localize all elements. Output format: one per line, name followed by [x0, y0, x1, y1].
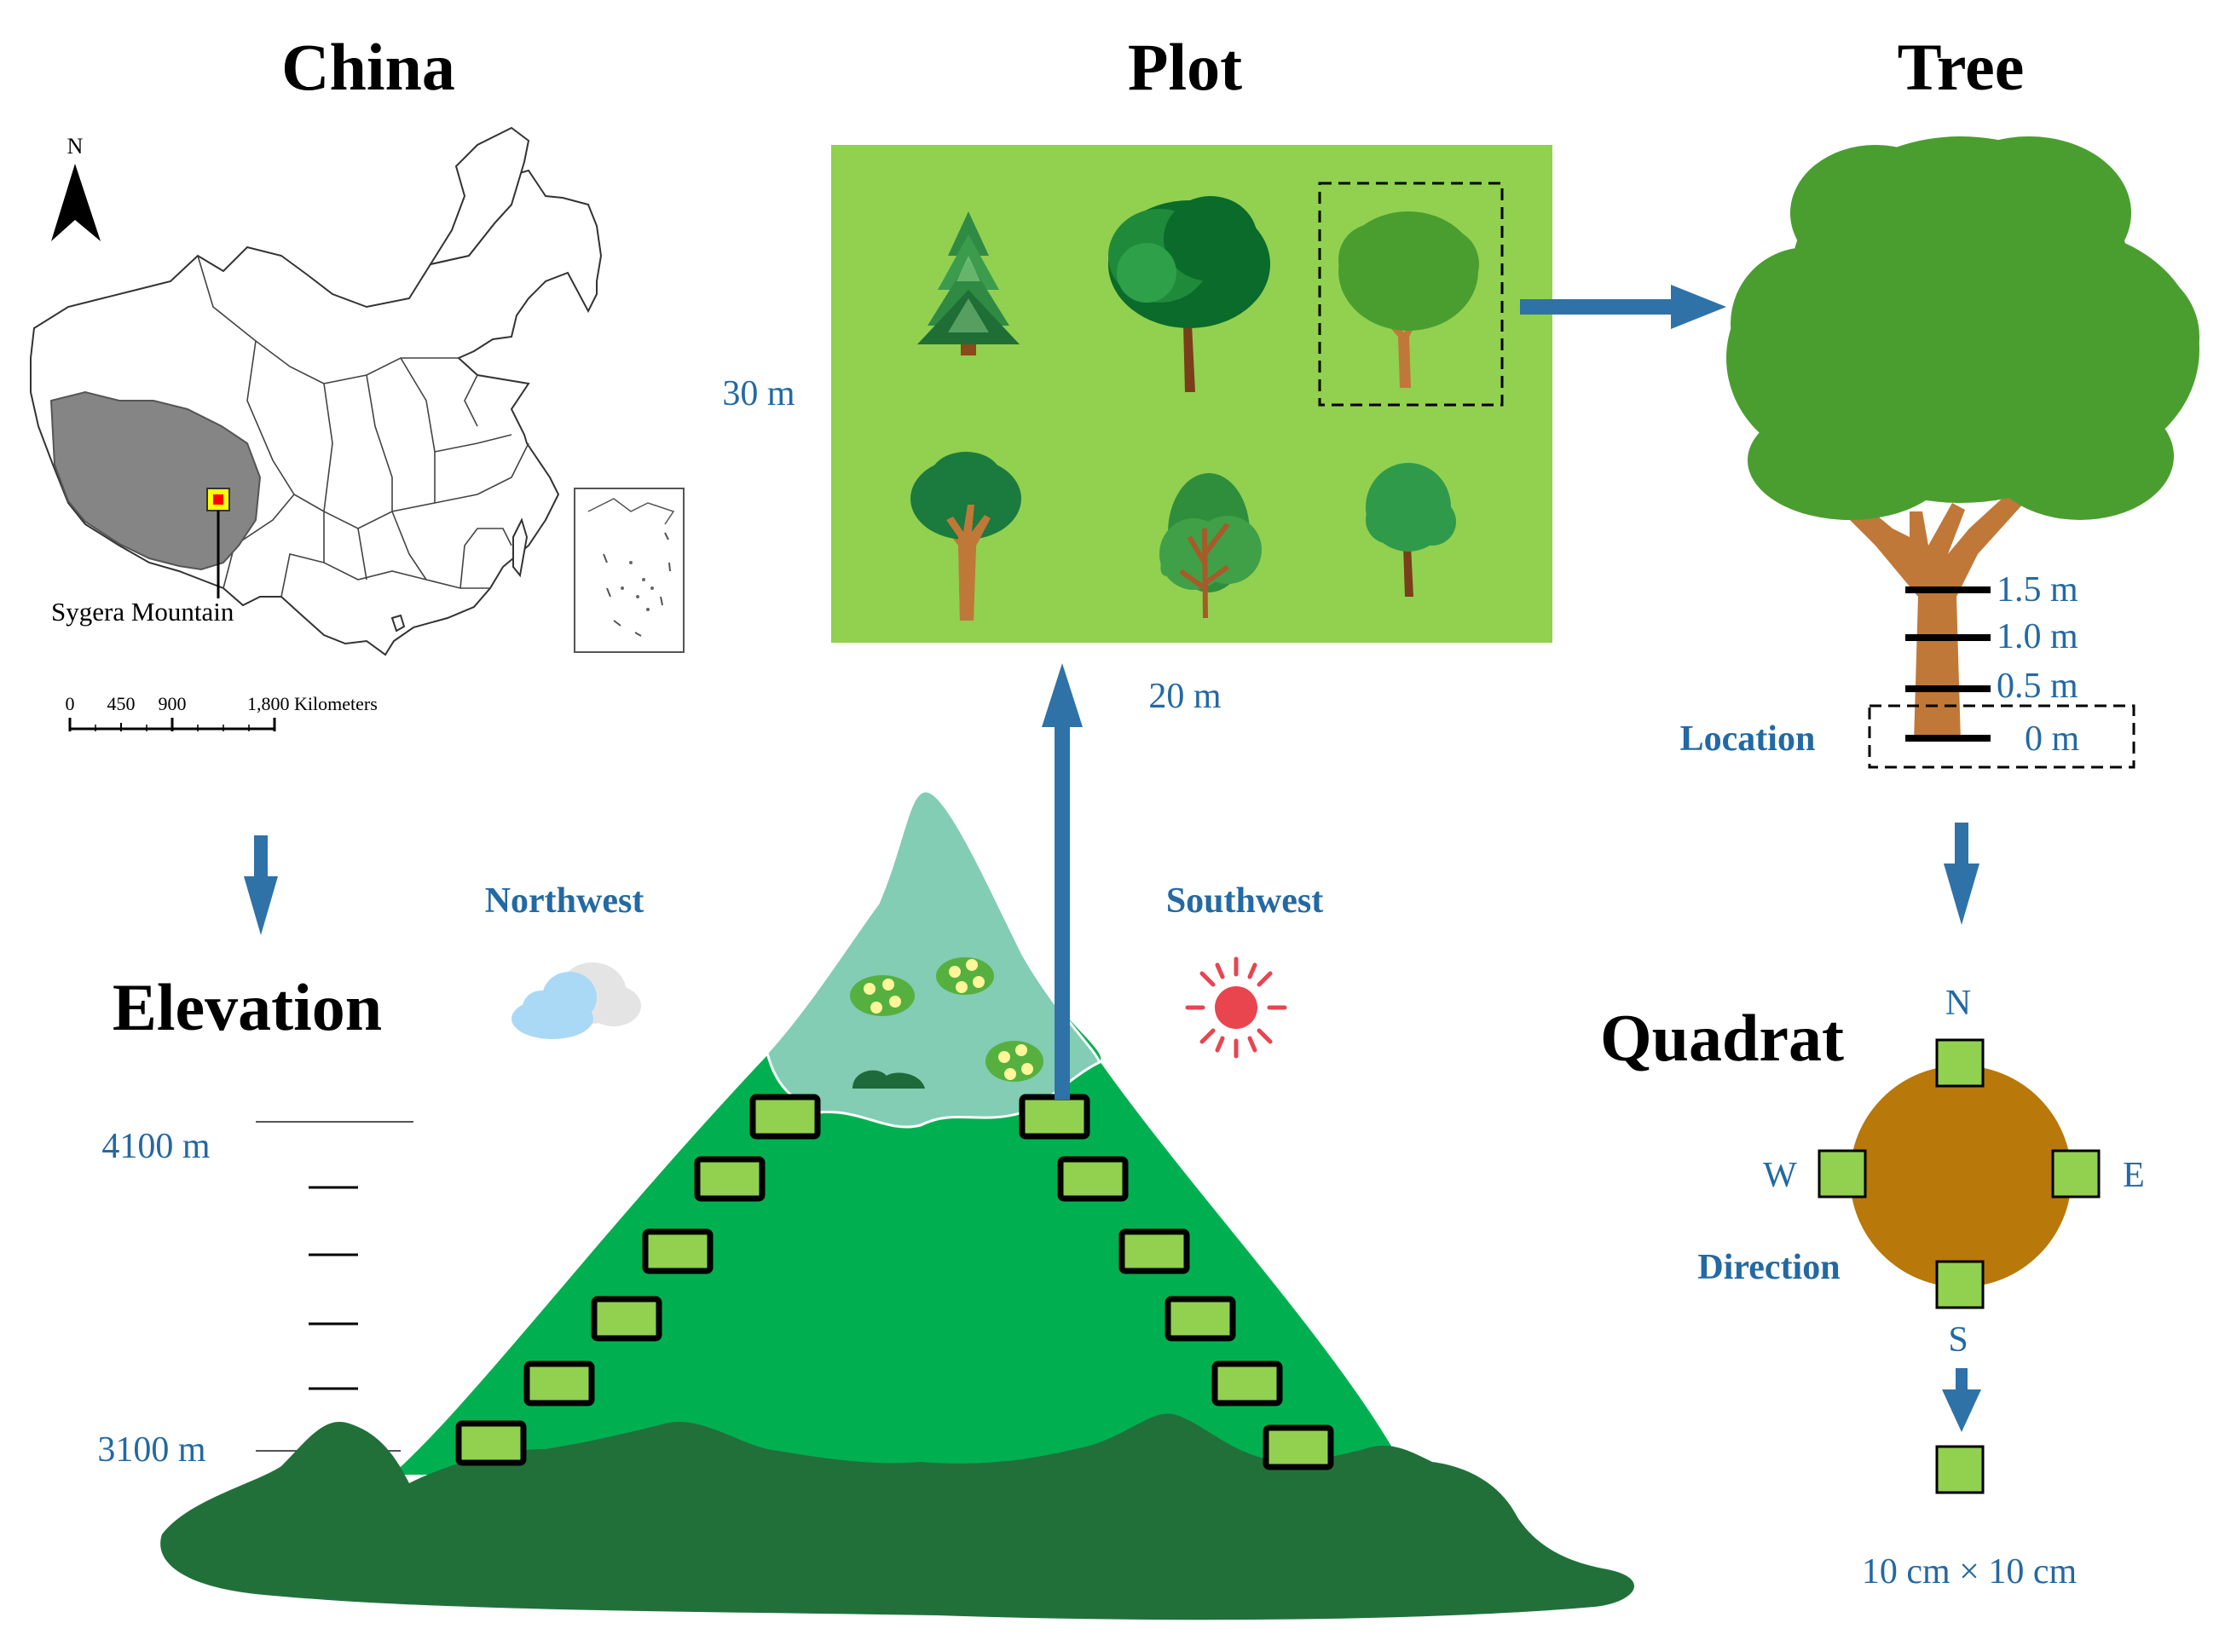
shrub-icon — [852, 1070, 925, 1089]
plot-sw-3 — [1118, 1228, 1190, 1274]
quadrat-south — [1935, 1260, 1985, 1309]
height-label-0-5: 0.5 m — [1997, 667, 2078, 706]
tree-panel: 1.5 m 1.0 m 0.5 m 0 m Location — [1680, 136, 2199, 769]
deciduous-tree-icon-4 — [1366, 463, 1456, 597]
direction-n: N — [1945, 984, 1971, 1023]
direction-label: Direction — [1697, 1248, 1840, 1287]
south-china-sea-inset — [574, 488, 685, 653]
plot-nw-5 — [694, 1156, 766, 1202]
selected-tree-box — [1318, 182, 1504, 407]
heading-china: China — [281, 30, 455, 104]
deciduous-tree-icon-1 — [1108, 196, 1270, 392]
height-label-0: 0 m — [2025, 719, 2080, 759]
scale-label-0: 0 — [66, 693, 75, 714]
scale-label-1800: 1,800 Kilometers — [247, 693, 378, 714]
deciduous-tree-icon-2 — [910, 452, 1021, 621]
arrow-down-quadrat-icon — [1942, 1368, 1981, 1432]
scale-label-450: 450 — [107, 693, 136, 714]
direction-w: W — [1763, 1156, 1797, 1195]
elevation-top-label: 4100 m — [101, 1127, 211, 1166]
quadrat-panel: N S W E Direction 10 cm × 10 cm — [1697, 984, 2144, 1591]
heading-quadrat: Quadrat — [1600, 1001, 1844, 1075]
flower-cluster-icon-3 — [985, 1041, 1043, 1082]
plot-nw-4 — [642, 1228, 714, 1274]
xizang-region — [49, 390, 262, 571]
arrow-right-icon — [1520, 285, 1726, 329]
heading-plot: Plot — [1128, 30, 1242, 104]
plot-nw-6 — [749, 1094, 821, 1140]
plot-nw-3 — [591, 1296, 662, 1342]
sun-icon — [1185, 956, 1287, 1059]
deciduous-tree-icon-3 — [1159, 473, 1262, 619]
north-label: N — [67, 134, 84, 159]
quadrat-west — [1818, 1149, 1867, 1199]
direction-s: S — [1948, 1320, 1968, 1360]
slope-plots — [455, 1094, 1334, 1470]
plot-width-label: 20 m — [1148, 677, 1222, 716]
trunk-cross-section — [1850, 1066, 2072, 1287]
direction-e: E — [2123, 1156, 2145, 1195]
heading-tree: Tree — [1898, 30, 2025, 104]
cloud-icon — [511, 962, 641, 1039]
north-arrow-icon: N — [51, 134, 101, 241]
tree-trunk — [1824, 482, 2033, 742]
plot-sw-1 — [1019, 1094, 1090, 1140]
selected-tree-icon — [1338, 211, 1479, 388]
plot-panel: 30 m 20 m — [722, 145, 1552, 716]
site-label: Sygera Mountain — [51, 597, 234, 627]
plot-nw-2 — [523, 1360, 595, 1407]
quadrat-sample — [1935, 1445, 1985, 1494]
flower-cluster-icon-1 — [850, 975, 915, 1016]
plot-sw-6 — [1263, 1424, 1334, 1470]
southwest-label: Southwest — [1166, 881, 1323, 921]
snow-cap — [766, 789, 1102, 1129]
plot-sw-4 — [1165, 1296, 1236, 1342]
china-map: N Sygera Mountain — [30, 126, 685, 731]
location-box — [1868, 704, 2135, 769]
northwest-label: Northwest — [485, 881, 644, 921]
quadrat-size-label: 10 cm × 10 cm — [1862, 1552, 2078, 1591]
arrow-down-tree-icon — [1944, 823, 1979, 925]
scale-bar: 0 450 900 1,800 Kilometers — [66, 693, 378, 731]
plot-height-label: 30 m — [722, 374, 795, 413]
plot-nw-1 — [455, 1420, 527, 1466]
flower-cluster-icon-2 — [936, 957, 994, 995]
elevation-ticks — [309, 1186, 358, 1390]
elevation-panel: 4100 m 3100 m — [97, 663, 1635, 1620]
arrow-up-icon — [1042, 663, 1083, 1100]
tree-canopy — [1726, 136, 2199, 520]
elevation-bottom-label: 3100 m — [97, 1430, 206, 1470]
arrow-down-map-icon — [244, 835, 278, 935]
height-markers — [1905, 586, 1991, 742]
plot-sw-5 — [1211, 1360, 1283, 1407]
location-label: Location — [1680, 719, 1816, 759]
scale-label-900: 900 — [159, 693, 187, 714]
heading-elevation: Elevation — [113, 970, 382, 1044]
conifer-tree-icon — [917, 211, 1020, 355]
quadrat-north — [1935, 1038, 1985, 1088]
height-label-1-0: 1.0 m — [1997, 617, 2078, 656]
plot-sw-2 — [1057, 1156, 1129, 1202]
quadrat-east — [2051, 1149, 2101, 1199]
height-label-1-5: 1.5 m — [1997, 570, 2078, 609]
